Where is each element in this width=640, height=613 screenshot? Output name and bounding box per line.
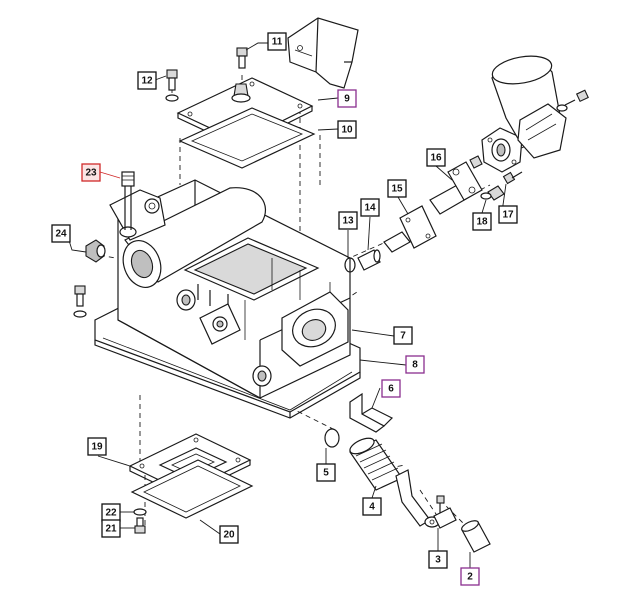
callout-14: 14: [360, 198, 380, 217]
part-2-sleeve: [461, 520, 491, 553]
part-7-main-housing: [94, 179, 361, 419]
svg-text:2: 2: [467, 572, 473, 583]
callout-18: 18: [472, 212, 492, 231]
svg-text:21: 21: [105, 524, 117, 535]
svg-text:5: 5: [323, 468, 329, 479]
svg-text:8: 8: [412, 360, 418, 371]
svg-text:12: 12: [141, 76, 153, 87]
upper-right-cylinder-housing: [491, 55, 589, 159]
svg-text:6: 6: [388, 384, 394, 395]
part-13-o-ring: [344, 257, 356, 273]
callout-23: 23: [81, 163, 101, 182]
part-16-lever-bracket: [429, 161, 483, 215]
callout-9: 9: [337, 89, 357, 108]
leader-lines: [66, 42, 507, 568]
part-22-washer: [133, 508, 147, 516]
svg-text:24: 24: [55, 229, 67, 240]
callout-6: 6: [381, 379, 401, 398]
svg-text:19: 19: [91, 442, 103, 453]
svg-text:23: 23: [85, 168, 97, 179]
callout-24: 24: [51, 224, 71, 243]
callout-3: 3: [428, 550, 448, 569]
part-17-bolt: [502, 171, 523, 185]
part-21-bolt: [134, 517, 146, 534]
callout-13: 13: [338, 211, 358, 230]
part-12-bolt: [165, 69, 179, 102]
part-14-bushing: [357, 249, 381, 271]
svg-text:4: 4: [369, 502, 375, 513]
svg-text:14: 14: [364, 203, 376, 214]
part-3-pin-bolt: [433, 495, 457, 529]
callout-4: 4: [362, 497, 382, 516]
part-18-bolt: [480, 185, 505, 201]
part-10-gasket: [178, 107, 316, 169]
svg-text:20: 20: [223, 530, 235, 541]
part-15-flange-shaft: [383, 205, 437, 253]
part-20-bottom-gasket: [130, 459, 254, 519]
part-24-plug: [85, 239, 106, 263]
svg-text:7: 7: [400, 331, 406, 342]
callout-20: 20: [219, 525, 239, 544]
callout-8: 8: [405, 355, 425, 374]
callout-2: 2: [460, 567, 480, 586]
svg-text:22: 22: [105, 508, 117, 519]
callout-10: 10: [337, 120, 357, 139]
part-6-clip: [349, 392, 394, 433]
base-bolt: [73, 285, 87, 318]
svg-text:13: 13: [342, 216, 354, 227]
part-5-o-ring: [324, 428, 340, 448]
part-23-breather: [121, 171, 135, 230]
part-4-spline-shaft: [349, 437, 440, 528]
svg-text:11: 11: [272, 37, 283, 48]
callout-15: 15: [387, 179, 407, 198]
svg-text:15: 15: [391, 184, 403, 195]
part-11-bracket: [287, 17, 359, 89]
callout-16: 16: [426, 148, 446, 167]
svg-text:9: 9: [344, 94, 350, 105]
callout-21: 21: [101, 519, 121, 538]
callout-12: 12: [137, 71, 157, 90]
callout-7: 7: [393, 326, 413, 345]
svg-text:18: 18: [476, 217, 488, 228]
rear-flange-plate: [469, 127, 523, 173]
callout-5: 5: [316, 463, 336, 482]
callout-17: 17: [498, 205, 518, 224]
svg-text:3: 3: [435, 555, 441, 566]
callout-11: 11: [267, 32, 287, 51]
svg-text:16: 16: [430, 153, 442, 164]
svg-text:10: 10: [341, 125, 353, 136]
part-8-base-gasket: [102, 337, 353, 411]
svg-text:17: 17: [502, 210, 514, 221]
callout-19: 19: [87, 437, 107, 456]
callout-labels: 11 12 9 10 23 24 13 14: [51, 32, 518, 586]
callout-22: 22: [101, 503, 121, 522]
